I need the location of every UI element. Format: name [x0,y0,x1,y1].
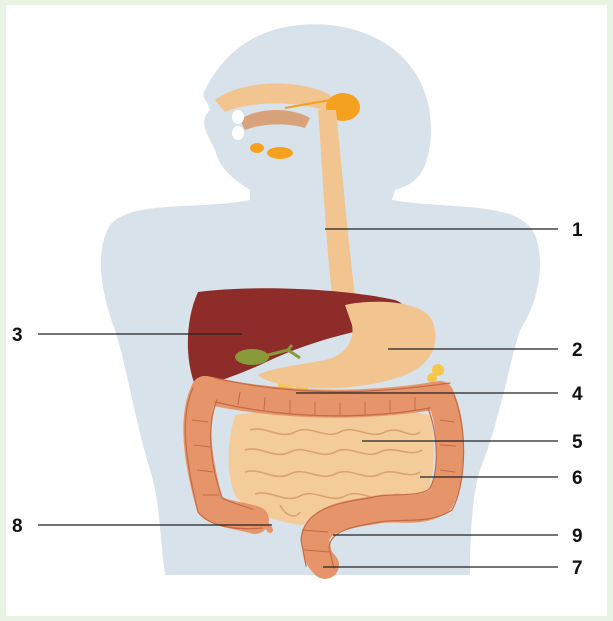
tooth-lower [232,126,244,140]
label-8: 8 [12,516,23,537]
label-3: 3 [12,325,23,346]
label-5: 5 [572,432,583,453]
tooth-upper [232,110,244,124]
label-2: 2 [572,340,583,361]
label-9: 9 [572,526,583,547]
label-4: 4 [572,384,583,405]
salivary-gland-sublingual [250,143,264,153]
label-1: 1 [572,220,583,241]
label-7: 7 [572,558,583,579]
salivary-gland-submandibular [267,147,293,159]
label-6: 6 [572,468,583,489]
